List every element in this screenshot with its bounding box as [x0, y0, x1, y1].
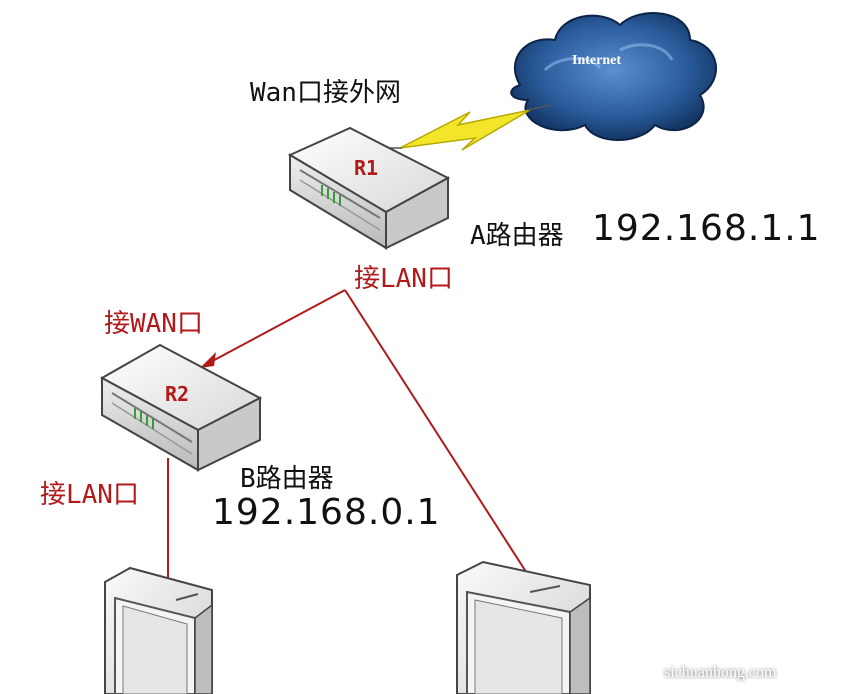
computer-monitor-icon-2 [456, 560, 591, 694]
router-r2-icon [99, 343, 263, 472]
router-b-name: B路由器 [240, 464, 334, 494]
router-a-ip: 192.168.1.1 [592, 208, 821, 249]
network-links [167, 289, 531, 585]
wan-link-line-2 [527, 104, 551, 111]
internet-cloud-icon [510, 12, 717, 141]
router-b-wan-label: 接WAN口 [104, 309, 203, 339]
router-b-lan-label: 接LAN口 [40, 480, 139, 510]
router-r1-label: R1 [354, 156, 379, 180]
internet-label: Internet [572, 53, 621, 68]
router-r2-label: R2 [165, 382, 190, 406]
router-r1-icon [287, 126, 451, 250]
computer-monitor-icon [104, 566, 213, 694]
arrow-head-icon [200, 352, 216, 368]
wan-external-label: Wan口接外网 [250, 78, 401, 108]
link-r1-pc2 [344, 289, 531, 579]
lightning-icon [399, 109, 531, 151]
router-b-ip: 192.168.0.1 [212, 492, 441, 533]
router-a-lan-label: 接LAN口 [354, 264, 453, 294]
router-a-name: A路由器 [470, 221, 564, 251]
watermark: sichuanhong.com [664, 664, 777, 681]
link-r1-r2 [204, 289, 346, 366]
